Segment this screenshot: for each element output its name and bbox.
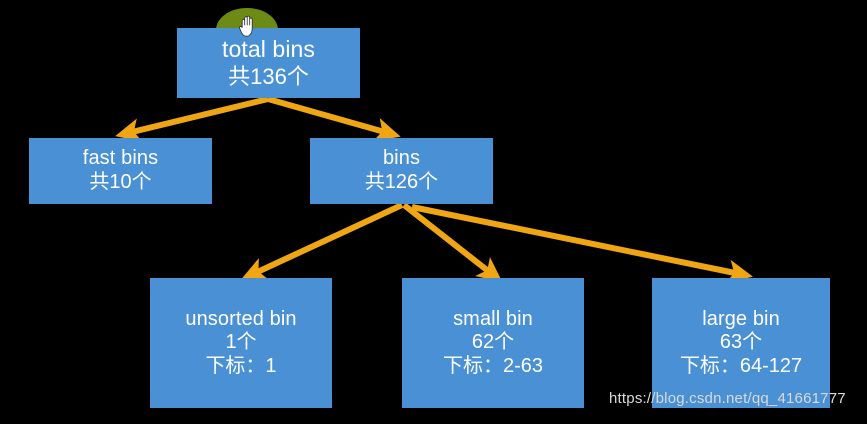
node-small-bin-line-3: 下标：2-63 xyxy=(442,354,544,377)
node-total-bins-line-2: 共136个 xyxy=(228,63,309,89)
node-bins[interactable]: bins 共126个 xyxy=(310,138,493,204)
node-small-bin-line-1: small bin xyxy=(453,307,533,330)
edge-bins-to-large-bin xyxy=(411,204,753,284)
edge-total-bins-to-fast-bins xyxy=(115,96,269,142)
node-total-bins-line-1: total bins xyxy=(221,36,316,63)
node-unsorted-bin-line-1: unsorted bin xyxy=(185,307,297,330)
edge-total-bins-to-bins xyxy=(267,96,401,142)
watermark-url: https://blog.csdn.net/qq_41661777 xyxy=(609,390,846,407)
node-fast-bins-line-2: 共10个 xyxy=(89,171,152,193)
node-unsorted-bin[interactable]: unsorted bin 1个 下标：1 xyxy=(150,278,332,408)
edge-bins-to-small-bin xyxy=(402,202,503,283)
node-large-bin[interactable]: large bin 63个 下标：64-127 xyxy=(652,278,830,408)
node-large-bin-line-3: 下标：64-127 xyxy=(679,354,803,377)
node-large-bin-line-1: large bin xyxy=(702,307,780,330)
hand-cursor xyxy=(239,15,253,37)
node-large-bin-line-2: 63个 xyxy=(719,331,763,354)
node-unsorted-bin-line-3: 下标：1 xyxy=(205,354,277,377)
node-fast-bins-line-1: fast bins xyxy=(82,147,159,170)
node-unsorted-bin-line-2: 1个 xyxy=(225,331,257,354)
node-fast-bins[interactable]: fast bins 共10个 xyxy=(29,138,212,204)
node-bins-line-2: 共126个 xyxy=(364,171,439,193)
node-small-bin[interactable]: small bin 62个 下标：2-63 xyxy=(402,278,584,408)
node-small-bin-line-2: 62个 xyxy=(471,331,515,354)
node-total-bins[interactable]: total bins 共136个 xyxy=(177,28,360,98)
node-bins-line-1: bins xyxy=(382,147,421,170)
edge-bins-to-unsorted-bin xyxy=(241,202,404,280)
